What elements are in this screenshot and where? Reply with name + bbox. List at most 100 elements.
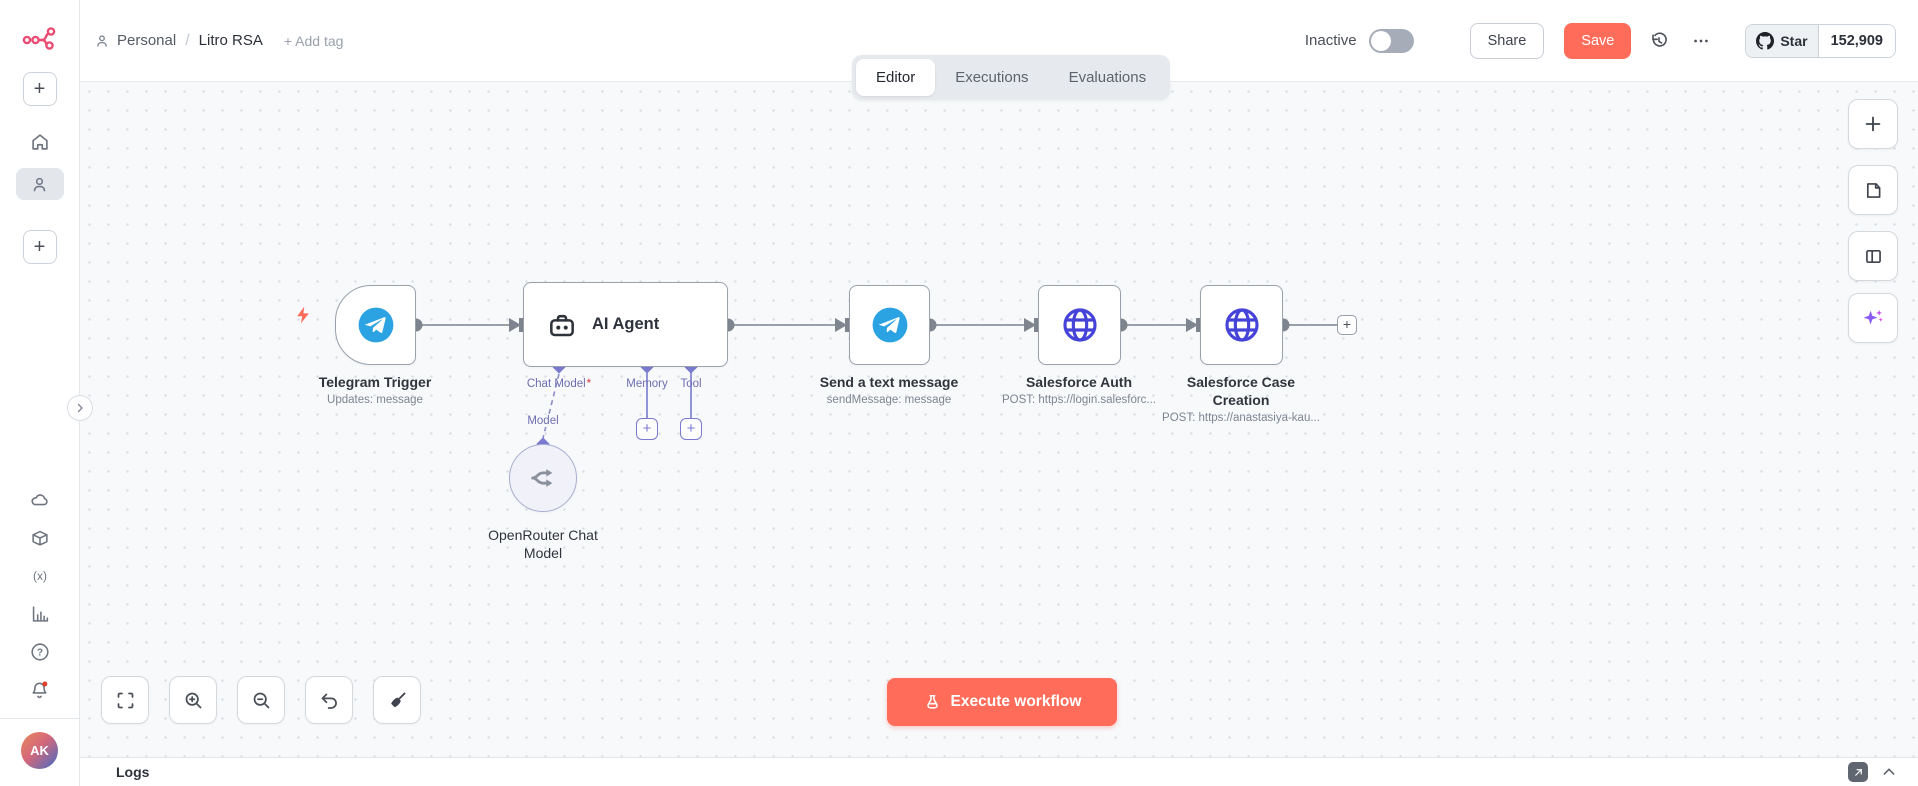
- avatar[interactable]: AK: [21, 732, 58, 769]
- flask-icon: [926, 694, 938, 709]
- sidebar-item-personal[interactable]: [15, 168, 64, 200]
- plus-icon: +: [686, 420, 696, 437]
- ai-sparkle-icon: [1863, 309, 1883, 325]
- node-telegram-trigger[interactable]: [335, 285, 416, 365]
- sidebar-item-templates[interactable]: [28, 526, 52, 550]
- personal-projects-icon: [33, 177, 46, 191]
- notification-dot: [42, 680, 48, 686]
- connection-wires: [409, 318, 1337, 451]
- variables-icon: (x): [33, 569, 47, 583]
- github-star-count[interactable]: 152,909: [1817, 24, 1895, 57]
- node-send-text-message[interactable]: [849, 285, 930, 365]
- node-openrouter-chat-model[interactable]: [509, 444, 577, 512]
- active-toggle[interactable]: [1368, 28, 1414, 53]
- canvas-right-rail: [1848, 99, 1898, 343]
- github-star-widget[interactable]: Star 152,909: [1745, 23, 1896, 58]
- node-subtitle: POST: https://login.salesforc...: [1001, 394, 1157, 406]
- sticky-note-icon: [1866, 182, 1880, 198]
- node-ai-agent[interactable]: AI Agent: [523, 282, 728, 367]
- node-salesforce-case-creation[interactable]: [1200, 285, 1283, 365]
- telegram-icon: [872, 307, 907, 343]
- save-button[interactable]: Save: [1564, 22, 1632, 59]
- openrouter-icon: [531, 469, 553, 487]
- sidebar-item-notifications[interactable]: [28, 678, 52, 702]
- tab-editor[interactable]: Editor: [856, 59, 936, 96]
- globe-icon: [1224, 308, 1259, 342]
- plus-icon: +: [33, 77, 46, 100]
- append-node-button[interactable]: +: [1337, 315, 1357, 335]
- avatar-initials: AK: [30, 743, 49, 758]
- chevron-up-icon: [1883, 768, 1895, 775]
- fit-view-button[interactable]: [101, 676, 149, 724]
- pop-out-icon: [1854, 768, 1862, 776]
- more-options-button[interactable]: [1683, 23, 1719, 59]
- zoom-in-button[interactable]: [169, 676, 217, 724]
- open-nodes-panel-button[interactable]: [1848, 99, 1898, 149]
- node-title: Telegram Trigger: [318, 374, 432, 390]
- execute-workflow-button[interactable]: Execute workflow: [887, 678, 1117, 726]
- required-mark: *: [586, 378, 592, 390]
- bolt-icon: [297, 306, 309, 324]
- sidebar-item-insights[interactable]: [28, 602, 52, 626]
- connector-label-chat-model[interactable]: Chat Model*: [527, 378, 591, 390]
- add-workflow-button[interactable]: +: [22, 72, 57, 106]
- logs-title: Logs: [116, 764, 150, 780]
- sub-connector-handles[interactable]: [536, 360, 698, 451]
- tidy-up-button[interactable]: [373, 676, 421, 724]
- robot-icon: [550, 314, 574, 336]
- sidebar-item-variables[interactable]: (x): [28, 564, 52, 588]
- svg-text:?: ?: [36, 648, 42, 659]
- add-tag-button[interactable]: + Add tag: [283, 32, 344, 49]
- node-salesforce-auth[interactable]: [1038, 285, 1121, 365]
- github-star-button[interactable]: Star: [1746, 24, 1818, 57]
- pop-out-logs-button[interactable]: [1848, 762, 1868, 782]
- left-sidebar: + +: [0, 0, 80, 786]
- node-label-telegram-trigger: Telegram Trigger Updates: message: [265, 373, 485, 406]
- expand-logs-button[interactable]: [1881, 764, 1897, 780]
- workflow-title[interactable]: Litro RSA: [198, 32, 263, 49]
- zoom-in-icon: [185, 692, 201, 708]
- templates-icon: [31, 530, 48, 546]
- n8n-logo[interactable]: [22, 24, 58, 50]
- history-button[interactable]: [1641, 23, 1677, 59]
- connector-label-tool[interactable]: Tool: [680, 378, 702, 390]
- execute-workflow-label: Execute workflow: [950, 693, 1082, 710]
- add-sticky-note-button[interactable]: [1848, 165, 1898, 215]
- connector-text: Chat Model: [526, 378, 586, 390]
- model-wire-label: Model: [524, 415, 562, 427]
- add-memory-button[interactable]: +: [636, 418, 658, 440]
- node-label-salesforce-case: Salesforce Case Creation POST: https://a…: [1131, 373, 1351, 424]
- tab-executions[interactable]: Executions: [955, 69, 1029, 86]
- toggle-knob: [1370, 30, 1391, 51]
- notifications-icon: [32, 680, 48, 698]
- workflow-canvas[interactable]: Telegram Trigger Updates: message AI Age…: [80, 82, 1918, 757]
- plus-icon: +: [642, 420, 652, 437]
- node-title: Salesforce Auth: [1025, 374, 1133, 390]
- tidy-up-icon: [390, 692, 405, 707]
- avatar-section: AK: [0, 718, 80, 786]
- input-handles: [509, 318, 1200, 332]
- breadcrumb-project[interactable]: Personal: [94, 32, 176, 49]
- zoom-out-button[interactable]: [237, 676, 285, 724]
- github-icon: [1756, 31, 1775, 50]
- connector-label-memory[interactable]: Memory: [626, 378, 668, 390]
- undo-button[interactable]: [305, 676, 353, 724]
- add-tool-button[interactable]: +: [680, 418, 702, 440]
- node-label-salesforce-auth: Salesforce Auth POST: https://login.sale…: [969, 373, 1189, 406]
- sidebar-item-cloud-admin[interactable]: [28, 488, 52, 512]
- telegram-icon: [358, 307, 393, 343]
- tab-evaluations[interactable]: Evaluations: [1068, 69, 1147, 86]
- ai-assistant-button[interactable]: [1848, 293, 1898, 343]
- expand-panel-button[interactable]: [67, 395, 93, 421]
- split-panel-button[interactable]: [1848, 231, 1898, 281]
- share-button[interactable]: Share: [1469, 22, 1545, 59]
- node-title: Salesforce Case Creation: [1186, 374, 1296, 408]
- sidebar-item-home[interactable]: [28, 130, 52, 154]
- logs-panel-header[interactable]: Logs: [80, 757, 1918, 786]
- sidebar-item-help[interactable]: ?: [28, 640, 52, 664]
- header-actions: Inactive Share Save: [1305, 22, 1896, 59]
- add-project-button[interactable]: +: [22, 230, 57, 264]
- node-title: OpenRouter Chat Model: [488, 527, 598, 561]
- fit-view-icon: [117, 692, 133, 708]
